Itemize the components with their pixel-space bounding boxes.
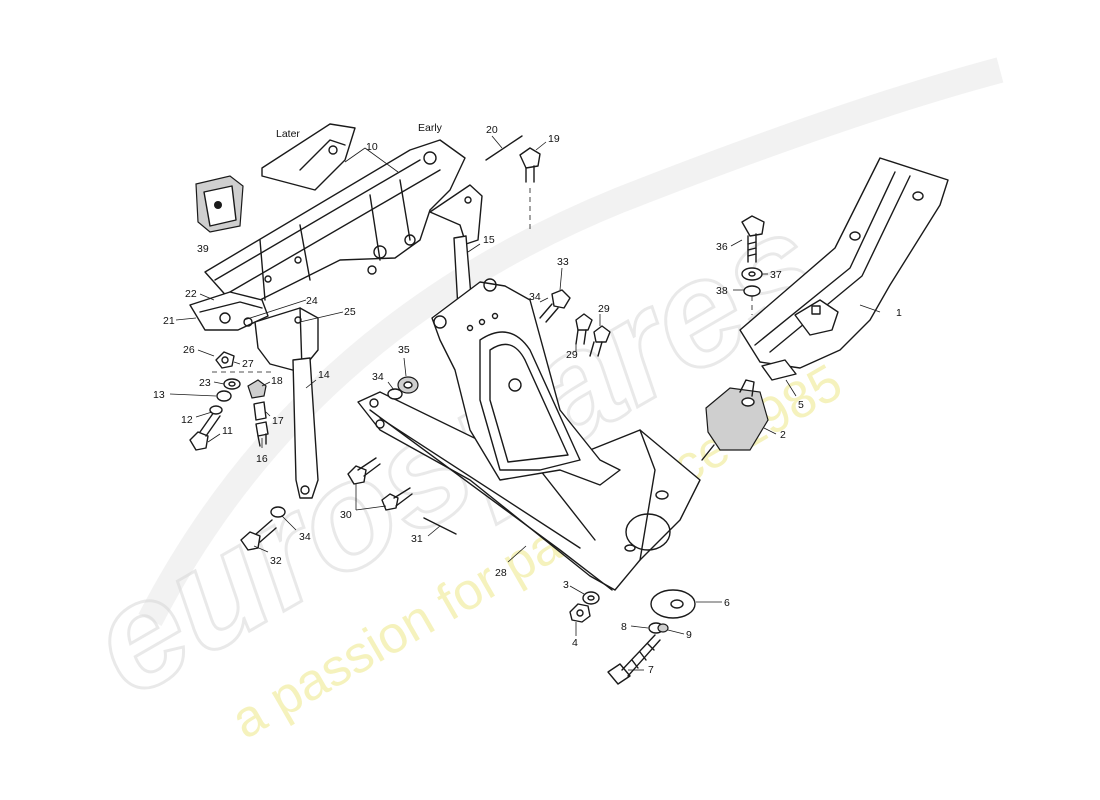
part-1-mount-bracket xyxy=(739,157,949,369)
part-38-washer xyxy=(743,285,761,315)
part-12-13-washers xyxy=(209,390,232,415)
callout-25: 25 xyxy=(344,306,356,318)
part-6-washer xyxy=(650,589,696,619)
callout-29a: 29 xyxy=(598,303,610,315)
callout-1: 1 xyxy=(896,307,902,319)
callout-2: 2 xyxy=(780,429,786,441)
callout-10: 10 xyxy=(366,141,378,153)
callout-27: 27 xyxy=(242,358,254,370)
part-30-bolts xyxy=(347,457,413,511)
callout-16: 16 xyxy=(256,453,268,465)
part-17-spacer xyxy=(253,401,267,421)
callout-8: 8 xyxy=(621,621,627,633)
part-21-22-bracket xyxy=(189,291,319,373)
callout-36: 36 xyxy=(716,241,728,253)
part-18-bush xyxy=(247,379,267,399)
callout-23: 23 xyxy=(199,377,211,389)
callout-15: 15 xyxy=(483,234,495,246)
part-19-bolt xyxy=(519,147,541,230)
part-14-strut xyxy=(292,357,319,499)
callout-21: 21 xyxy=(163,315,175,327)
callout-30: 30 xyxy=(340,509,352,521)
callout-13: 13 xyxy=(153,389,165,401)
callout-5: 5 xyxy=(798,399,804,411)
callout-19: 19 xyxy=(548,133,560,145)
callout-31: 31 xyxy=(411,533,423,545)
callout-32: 32 xyxy=(270,555,282,567)
callout-18: 18 xyxy=(271,375,283,387)
part-4-nut xyxy=(569,603,591,623)
caption-early: Early xyxy=(418,122,443,134)
part-34-washer-lower xyxy=(270,506,286,518)
callout-11: 11 xyxy=(222,425,233,437)
part-8-9-washers xyxy=(648,622,669,634)
callout-28: 28 xyxy=(495,567,507,579)
callout-20: 20 xyxy=(486,124,498,136)
callout-17: 17 xyxy=(272,415,284,427)
callout-35: 35 xyxy=(398,344,410,356)
part-5-pad xyxy=(761,359,797,381)
part-33-bolt xyxy=(539,289,571,323)
part-39-bush-block xyxy=(195,175,244,233)
part-26-27-nut xyxy=(212,351,272,373)
callout-33: 33 xyxy=(557,256,569,268)
part-23-washer xyxy=(223,378,241,390)
callout-29b: 29 xyxy=(566,349,578,361)
part-37-washer xyxy=(741,267,763,281)
part-7-bolt xyxy=(607,634,661,685)
callout-6: 6 xyxy=(724,597,730,609)
part-36-bolt xyxy=(741,215,765,263)
callout-38: 38 xyxy=(716,285,728,297)
part-2-rubber-mount xyxy=(701,379,769,461)
part-28-subframe xyxy=(357,278,701,591)
callout-layer: 1 2 3 4 5 6 7 8 9 10 11 12 13 14 15 16 1… xyxy=(153,124,902,676)
caption-later: Later xyxy=(276,128,300,140)
callout-24: 24 xyxy=(306,295,318,307)
part-11-bolt xyxy=(189,411,221,451)
callout-34a: 34 xyxy=(529,291,541,303)
part-32-bolt xyxy=(240,519,277,551)
callout-34b: 34 xyxy=(372,371,384,383)
callout-12: 12 xyxy=(181,414,193,426)
callout-37: 37 xyxy=(770,269,782,281)
part-29-bolts xyxy=(575,313,611,357)
part-34-washer-upper xyxy=(387,388,403,400)
callout-22: 22 xyxy=(185,288,197,300)
callout-4: 4 xyxy=(572,637,578,649)
part-3-washer xyxy=(582,591,600,605)
part-35-bush xyxy=(397,376,419,394)
callout-7: 7 xyxy=(648,664,654,676)
part-16-bolt xyxy=(255,421,269,447)
callout-9: 9 xyxy=(686,629,692,641)
callout-26: 26 xyxy=(183,344,195,356)
callout-39: 39 xyxy=(197,243,209,255)
callout-3: 3 xyxy=(563,579,569,591)
part-10-crossmember xyxy=(204,123,483,301)
part-20-pin xyxy=(485,135,523,161)
callout-14: 14 xyxy=(318,369,330,381)
callout-34c: 34 xyxy=(299,531,311,543)
